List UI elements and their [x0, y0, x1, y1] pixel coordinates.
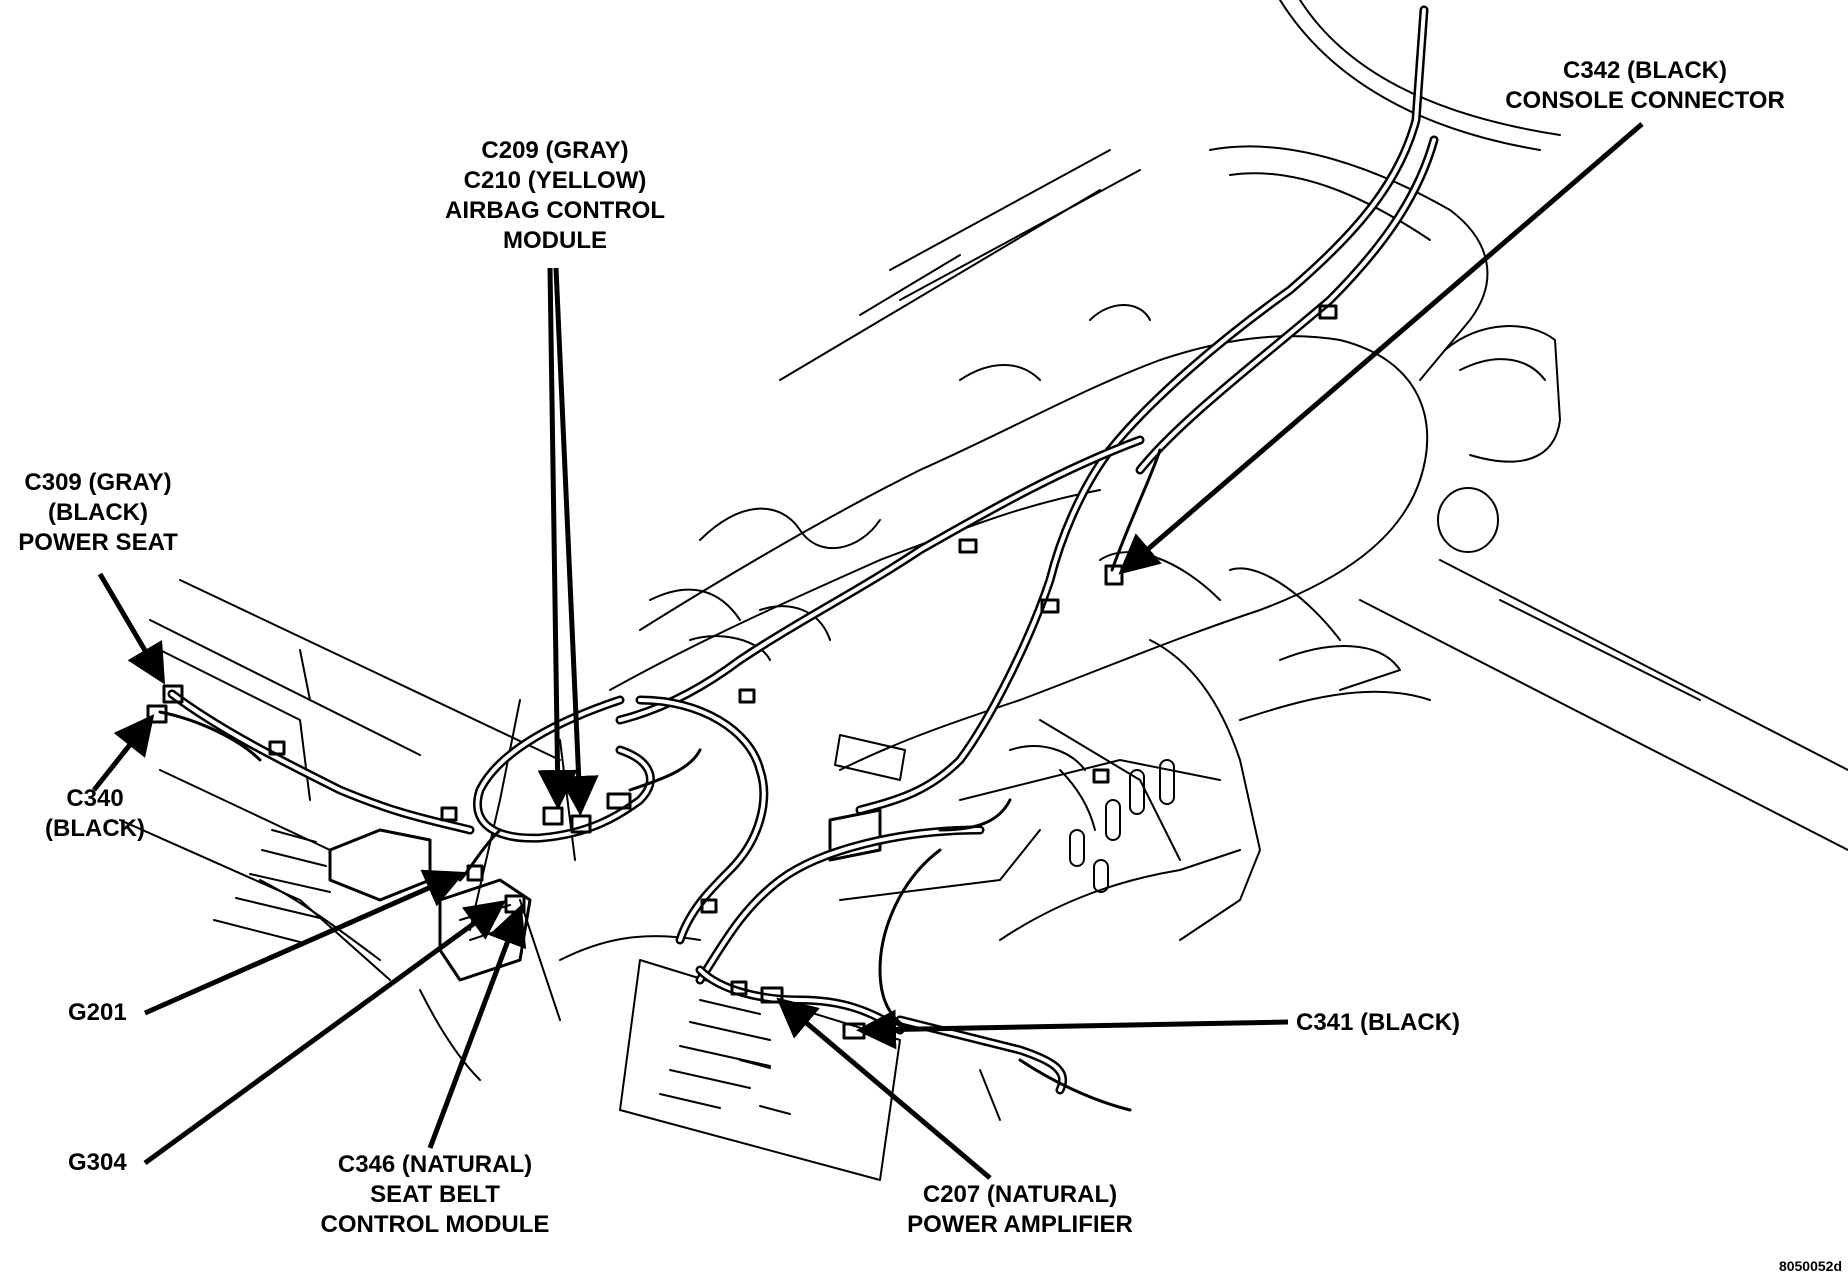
callout-c342-line2: CONSOLE CONNECTOR: [1505, 87, 1785, 114]
ground-g201: [466, 864, 484, 882]
callout-c346-line2: SEAT BELT: [370, 1181, 500, 1208]
arrow-g201: [143, 869, 466, 1016]
callout-c341: C341 (BLACK): [1296, 1008, 1460, 1038]
callout-c209-line2: C210 (YELLOW): [463, 167, 647, 194]
callout-c346-line3: CONTROL MODULE: [320, 1211, 550, 1238]
callout-c342: C342 (BLACK) CONSOLE CONNECTOR: [1480, 56, 1810, 116]
callout-c309-line1: C309 (GRAY): [24, 469, 172, 496]
callout-c207-line2: POWER AMPLIFIER: [907, 1211, 1133, 1238]
callout-c309-line2: (BLACK): [48, 499, 148, 526]
callout-g304: G304: [68, 1148, 127, 1178]
arrow-c346: [427, 904, 527, 1149]
connector-c342: [1104, 564, 1124, 586]
callout-c209-line4: MODULE: [503, 227, 607, 254]
callout-c346: C346 (NATURAL) SEAT BELT CONTROL MODULE: [290, 1150, 580, 1240]
arrow-c209: [537, 267, 578, 810]
callout-c309: C309 (GRAY) (BLACK) POWER SEAT: [0, 468, 196, 558]
arrow-c309: [97, 572, 166, 685]
callout-c209-line3: AIRBAG CONTROL: [445, 197, 665, 224]
callout-c346-line1: C346 (NATURAL): [337, 1151, 533, 1178]
arrow-c342: [1118, 122, 1644, 575]
callout-c309-line3: POWER SEAT: [18, 529, 178, 556]
connector-c340: [146, 704, 168, 724]
arrow-c207: [776, 997, 992, 1180]
callout-g201-label: G201: [68, 999, 127, 1026]
arrow-g304: [143, 900, 507, 1166]
arrow-c341: [856, 1009, 1289, 1050]
connector-c209: [542, 806, 564, 826]
callout-c340: C340 (BLACK): [30, 784, 160, 844]
floor-ribs: [213, 551, 1341, 1115]
leader-arrows: [92, 122, 1644, 1180]
callout-c207: C207 (NATURAL) POWER AMPLIFIER: [870, 1180, 1170, 1240]
callout-g304-label: G304: [68, 1149, 127, 1176]
callout-c340-line2: (BLACK): [45, 815, 145, 842]
callout-c342-line1: C342 (BLACK): [1562, 57, 1727, 84]
callout-c341-label: C341 (BLACK): [1296, 1009, 1461, 1036]
callout-g201: G201: [68, 998, 127, 1028]
arrow-c340: [92, 714, 155, 792]
arrow-c210: [553, 267, 599, 816]
callout-c209-c210: C209 (GRAY) C210 (YELLOW) AIRBAG CONTROL…: [400, 136, 710, 256]
connector-c309: [162, 684, 184, 704]
callout-c209-line1: C209 (GRAY): [481, 137, 629, 164]
figure-id: 8050052d: [1778, 1258, 1842, 1274]
floor-pan-outline: [119, 0, 1848, 1181]
connector-c210: [570, 814, 592, 834]
rear-seat-outline: [649, 304, 1151, 661]
callout-c207-line1: C207 (NATURAL): [922, 1181, 1118, 1208]
callout-c340-line1: C340: [66, 785, 124, 812]
connector-airbag-module: [606, 792, 632, 810]
wiring-harness: [158, 5, 1439, 1112]
connector-c207: [760, 986, 784, 1004]
